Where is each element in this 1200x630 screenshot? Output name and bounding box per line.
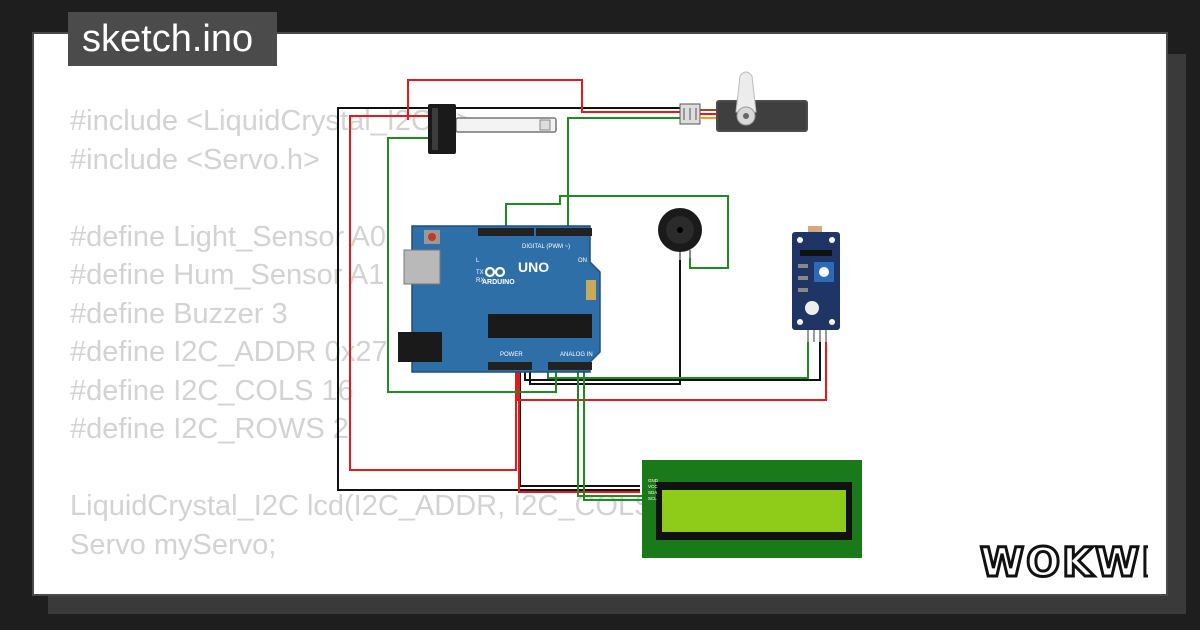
wire-red (407, 79, 680, 120)
slider-knob-highlight (432, 108, 438, 150)
wire-green (577, 366, 646, 497)
slider-end (539, 119, 551, 131)
code-line: #include <Servo.h> (70, 143, 320, 176)
wire-green (567, 117, 680, 230)
header-digital-left (478, 228, 534, 236)
code-line: #define Light_Sensor A0 (70, 220, 387, 253)
label-l: L (476, 258, 480, 264)
header-digital-right (536, 228, 592, 236)
wire-red (349, 115, 517, 471)
wire-black (524, 340, 821, 381)
lcd-pin-label: SCL (648, 496, 657, 501)
wire-green (387, 137, 557, 393)
label-power: POWER (500, 352, 523, 358)
lcd-pin-label: GND (648, 478, 659, 483)
lcd-1602[interactable]: GND VCC SDA SCL (642, 460, 862, 558)
atmega-chip (488, 314, 592, 338)
photoresistor (808, 226, 822, 236)
code-preview: #include <LiquidCrystal_I2C.h> #include <… (70, 102, 839, 564)
lcd-screen (662, 490, 846, 532)
board-brand: ARDUINO (482, 279, 515, 286)
usb-port (403, 249, 441, 285)
code-line: #define I2C_COLS 16 (70, 374, 354, 407)
light-sensor-module[interactable] (792, 226, 840, 342)
servo-horn[interactable] (735, 71, 757, 113)
power-jack (398, 332, 442, 362)
wire-green (505, 195, 729, 269)
wire-black (337, 107, 680, 491)
label-rx: RX (476, 278, 484, 284)
wire-red (516, 340, 827, 401)
lcd-pin-label: VCC (648, 484, 658, 489)
code-line: #define Buzzer 3 (70, 297, 288, 330)
header-analog (548, 362, 592, 370)
wire-red (518, 366, 640, 493)
code-line: #define I2C_ADDR 0x27 (70, 336, 388, 368)
label-analog: ANALOG IN (560, 352, 593, 358)
arduino-infinity-logo (484, 266, 496, 278)
code-line: #define Hum_Sensor A1 (70, 259, 385, 291)
file-title-tab: sketch.ino (68, 12, 278, 66)
wokwi-logo-text: WOKWI (980, 540, 1148, 584)
wokwi-logo: WOKWI (979, 539, 1149, 585)
header-power (488, 362, 532, 370)
code-line: Servo myServo; (70, 528, 277, 561)
servo-motor[interactable] (679, 71, 808, 132)
code-line: #include <LiquidCrystal_I2C.h> (70, 105, 474, 137)
buzzer[interactable] (658, 208, 702, 260)
label-tx: TX (476, 270, 484, 276)
label-on: ON (578, 258, 587, 264)
code-line: #define I2C_ROWS 2 (70, 413, 349, 445)
wire-green (583, 366, 646, 501)
slide-potentiometer[interactable] (428, 104, 557, 154)
wires (337, 79, 827, 501)
lcd-pin-label: SDA (648, 490, 657, 495)
wire-black (529, 260, 681, 385)
arduino-uno[interactable]: DIGITAL (PWM ~) POWER ANALOG IN TX RX ON… (398, 225, 601, 373)
board-model: UNO (518, 259, 549, 275)
label-digital: DIGITAL (PWM ~) (522, 244, 570, 250)
